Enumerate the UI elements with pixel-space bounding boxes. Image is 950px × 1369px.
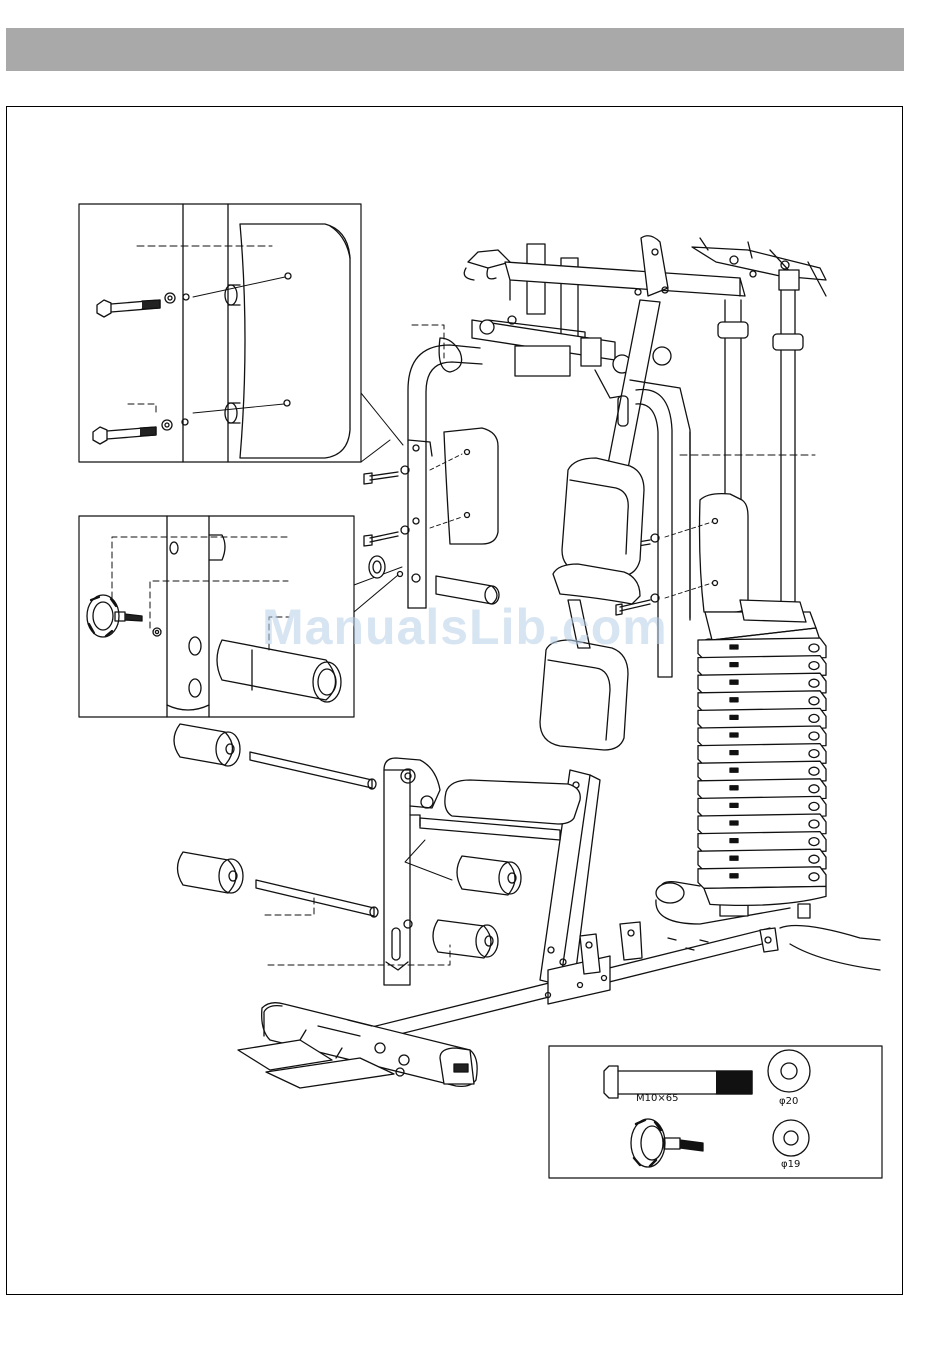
top-frame [464, 236, 826, 612]
weight-plate-notch [730, 803, 738, 807]
weight-plate-notch [730, 715, 738, 719]
hardware-legend [549, 1046, 882, 1178]
weight-plates [698, 638, 826, 905]
weight-plate-notch [730, 733, 738, 737]
weight-plate-notch [730, 698, 738, 702]
watermark: ManualsLib.com [262, 598, 668, 656]
weight-plate-notch [730, 663, 738, 667]
bolt-size-label: M10×65 [636, 1093, 678, 1104]
weight-plate-notch [730, 821, 738, 825]
weight-plate-notch [730, 786, 738, 790]
weight-plate-notch [730, 645, 738, 649]
weight-plate-notch [730, 680, 738, 684]
weight-plate-notch [730, 874, 738, 878]
weight-stack [698, 600, 826, 905]
weight-stack-base [704, 886, 826, 905]
weight-plate-notch [730, 856, 738, 860]
weight-plate-notch [730, 751, 738, 755]
leg-developer [174, 724, 521, 985]
weight-plate [698, 867, 826, 889]
detail-inset-back-pad [79, 204, 403, 462]
washer-small-label: φ19 [781, 1159, 800, 1170]
weight-plate-notch [730, 839, 738, 843]
weight-plate-notch [730, 768, 738, 772]
washer-large-label: φ20 [779, 1096, 798, 1107]
